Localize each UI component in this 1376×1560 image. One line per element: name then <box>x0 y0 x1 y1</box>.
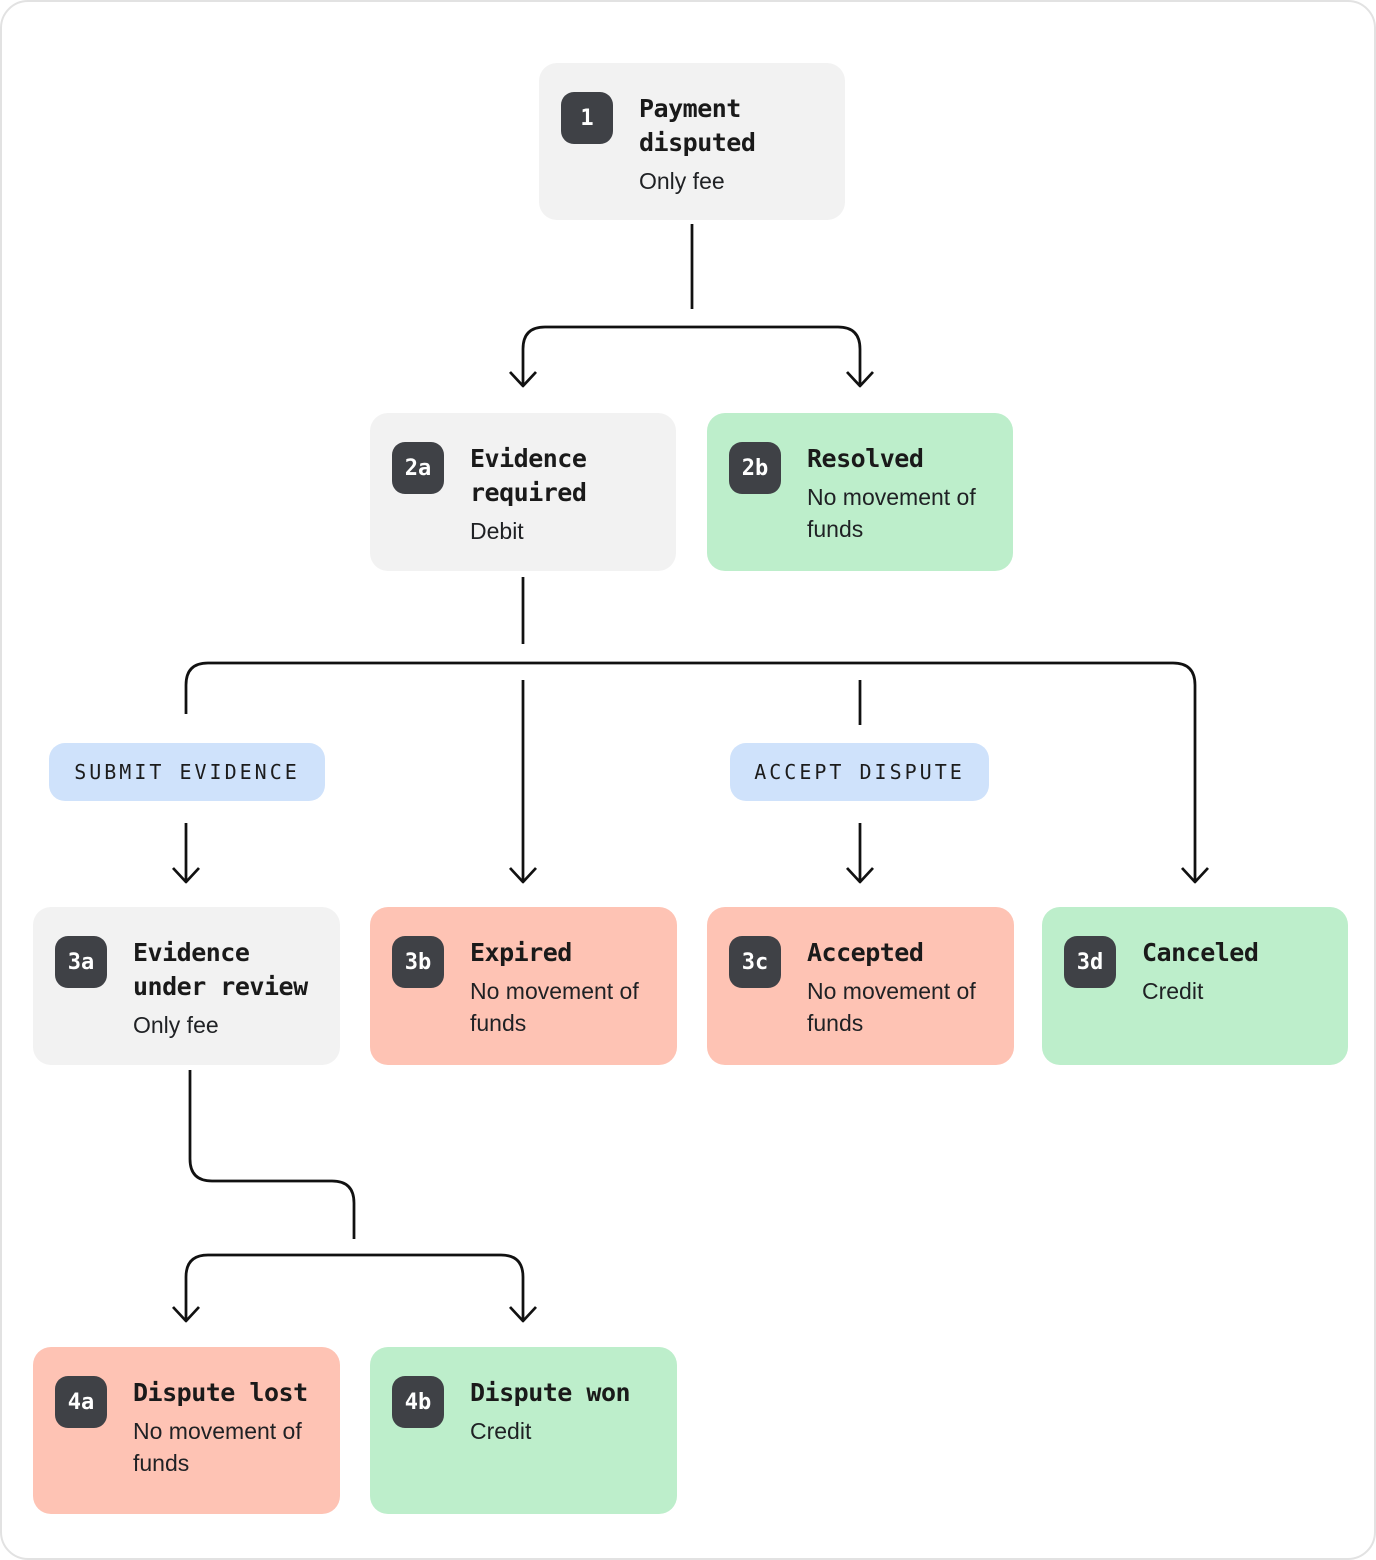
node-dispute-won: 4b Dispute won Credit <box>370 1347 677 1514</box>
node-title: Evidence required <box>470 444 587 507</box>
node-subtitle: No movement of funds <box>470 978 639 1036</box>
s-curve-3a <box>188 1070 356 1239</box>
node-payment-disputed: 1 Payment disputed Only fee <box>539 63 845 220</box>
node-evidence-under-review: 3a Evidence under review Only fee <box>33 907 340 1065</box>
step-badge-3d: 3d <box>1064 936 1116 988</box>
node-subtitle: Credit <box>1142 978 1204 1004</box>
node-title: Resolved <box>807 444 924 473</box>
arrowhead-2a <box>508 371 538 388</box>
node-subtitle: Credit <box>470 1418 532 1444</box>
arrowhead-2b <box>845 371 875 388</box>
arrowhead-3c <box>845 867 875 884</box>
node-title: Payment disputed <box>639 94 756 157</box>
node-title: Dispute won <box>470 1378 631 1407</box>
arrowhead-3d <box>1180 867 1210 884</box>
arrowhead-4a <box>171 1306 201 1323</box>
label-accept-dispute: ACCEPT DISPUTE <box>730 743 989 801</box>
node-title: Canceled <box>1142 938 1259 967</box>
step-badge-4a: 4a <box>55 1376 107 1428</box>
node-evidence-required: 2a Evidence required Debit <box>370 413 676 571</box>
branch-3 <box>184 1253 525 1321</box>
node-subtitle: Debit <box>470 518 524 544</box>
node-subtitle: Only fee <box>133 1012 219 1038</box>
node-subtitle: No movement of funds <box>807 978 976 1036</box>
node-title: Dispute lost <box>133 1378 308 1407</box>
step-badge-1: 1 <box>561 92 613 144</box>
step-badge-2b: 2b <box>729 442 781 494</box>
node-expired: 3b Expired No movement of funds <box>370 907 677 1065</box>
node-subtitle: Only fee <box>639 168 725 194</box>
node-subtitle: No movement of funds <box>807 484 976 542</box>
node-dispute-lost: 4a Dispute lost No movement of funds <box>33 1347 340 1514</box>
step-badge-4b: 4b <box>392 1376 444 1428</box>
step-badge-2a: 2a <box>392 442 444 494</box>
node-title: Accepted <box>807 938 924 967</box>
step-badge-3a: 3a <box>55 936 107 988</box>
step-badge-3c: 3c <box>729 936 781 988</box>
node-accepted: 3c Accepted No movement of funds <box>707 907 1014 1065</box>
label-submit-evidence: SUBMIT EVIDENCE <box>49 743 325 801</box>
branch-2 <box>184 661 1197 882</box>
node-canceled: 3d Canceled Credit <box>1042 907 1348 1065</box>
branch-1 <box>521 325 862 386</box>
node-title: Evidence under review <box>133 938 308 1001</box>
step-badge-3b: 3b <box>392 936 444 988</box>
node-subtitle: No movement of funds <box>133 1418 302 1476</box>
arrowhead-4b <box>508 1306 538 1323</box>
node-resolved: 2b Resolved No movement of funds <box>707 413 1013 571</box>
arrowhead-3b <box>508 867 538 884</box>
node-title: Expired <box>470 938 572 967</box>
arrowhead-3a <box>171 867 201 884</box>
